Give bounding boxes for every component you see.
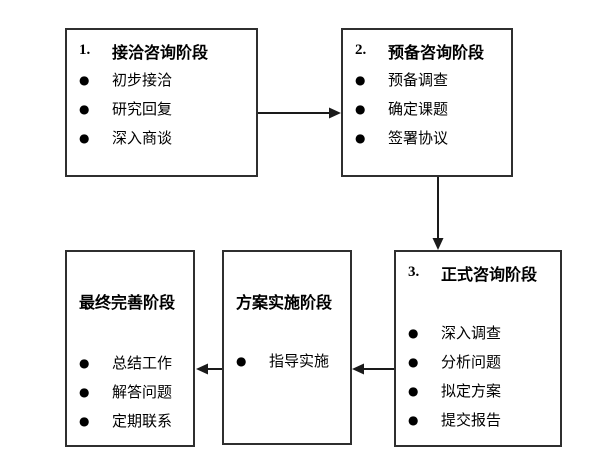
bullet-icon: ●	[355, 72, 366, 87]
stage-2-title: 预备咨询阶段	[388, 42, 485, 62]
stage-3-title: 正式咨询阶段	[441, 264, 538, 284]
stage-3-item-label: 拟定方案	[441, 382, 502, 400]
stage-box-2: 2. 预备咨询阶段 ● 预备调查 ● 确定课题 ● 签署协议	[341, 28, 513, 177]
stage-5-item: ● 总结工作	[79, 348, 193, 377]
stage-4-item: ● 指导实施	[236, 346, 350, 375]
bullet-icon: ●	[79, 384, 90, 399]
stage-1-title-row: 1. 接洽咨询阶段	[79, 36, 256, 65]
stage-2-item: ● 确定课题	[355, 94, 511, 123]
stage-2-title-row: 2. 预备咨询阶段	[355, 36, 511, 65]
arrow-stage4-to-stage5	[196, 363, 222, 375]
stage-2-item: ● 预备调查	[355, 65, 511, 94]
stage-1-number: 1.	[79, 42, 91, 58]
arrow-stage2-to-stage3	[432, 177, 444, 250]
stage-3-number: 3.	[408, 264, 420, 280]
bullet-icon: ●	[79, 72, 90, 87]
bullet-icon: ●	[79, 101, 90, 116]
bullet-icon: ●	[408, 383, 419, 398]
bullet-icon: ●	[408, 412, 419, 427]
stage-5-item: ● 解答问题	[79, 377, 193, 406]
stage-1-item-label: 研究回复	[112, 100, 173, 118]
bullet-icon: ●	[408, 354, 419, 369]
stage-3-item-label: 分析问题	[441, 353, 502, 371]
stage-box-1: 1. 接洽咨询阶段 ● 初步接洽 ● 研究回复 ● 深入商谈	[65, 28, 258, 177]
stage-4-title: 方案实施阶段	[236, 292, 333, 312]
stage-1-item-label: 初步接洽	[112, 71, 173, 89]
bullet-icon: ●	[236, 353, 247, 368]
stage-box-5: 最终完善阶段 ● 总结工作 ● 解答问题 ● 定期联系	[65, 250, 195, 447]
stage-3-item: ● 提交报告	[408, 405, 560, 434]
stage-5-item-label: 定期联系	[112, 412, 173, 430]
stage-3-item: ● 拟定方案	[408, 376, 560, 405]
bullet-icon: ●	[355, 101, 366, 116]
stage-2-item-label: 预备调查	[388, 71, 449, 89]
stage-box-3: 3. 正式咨询阶段 ● 深入调查 ● 分析问题 ● 拟定方案 ● 提交报告	[394, 250, 562, 447]
stage-4-item-label: 指导实施	[269, 352, 330, 370]
stage-5-item-label: 解答问题	[112, 383, 173, 401]
stage-box-4: 方案实施阶段 ● 指导实施	[222, 250, 352, 445]
stage-1-item: ● 研究回复	[79, 94, 256, 123]
arrow-stage1-to-stage2	[258, 107, 341, 119]
stage-1-item-label: 深入商谈	[112, 129, 173, 147]
stage-4-title-row: 方案实施阶段	[236, 286, 350, 315]
stage-1-item: ● 初步接洽	[79, 65, 256, 94]
stage-2-item-label: 确定课题	[388, 100, 449, 118]
stage-3-item-label: 提交报告	[441, 411, 502, 429]
stage-1-title: 接洽咨询阶段	[112, 42, 209, 62]
stage-2-item: ● 签署协议	[355, 123, 511, 152]
stage-3-item: ● 深入调查	[408, 318, 560, 347]
stage-3-item: ● 分析问题	[408, 347, 560, 376]
bullet-icon: ●	[79, 355, 90, 370]
stage-5-item: ● 定期联系	[79, 406, 193, 435]
stage-3-item-label: 深入调查	[441, 324, 502, 342]
bullet-icon: ●	[408, 325, 419, 340]
arrow-stage3-to-stage4	[352, 363, 394, 375]
stage-2-item-label: 签署协议	[388, 129, 449, 147]
stage-5-title-row: 最终完善阶段	[79, 286, 193, 315]
bullet-icon: ●	[79, 413, 90, 428]
stage-3-title-row: 3. 正式咨询阶段	[408, 258, 560, 287]
stage-5-title: 最终完善阶段	[79, 292, 176, 312]
bullet-icon: ●	[355, 130, 366, 145]
stage-5-item-label: 总结工作	[112, 354, 173, 372]
stage-1-item: ● 深入商谈	[79, 123, 256, 152]
bullet-icon: ●	[79, 130, 90, 145]
stage-2-number: 2.	[355, 42, 367, 58]
